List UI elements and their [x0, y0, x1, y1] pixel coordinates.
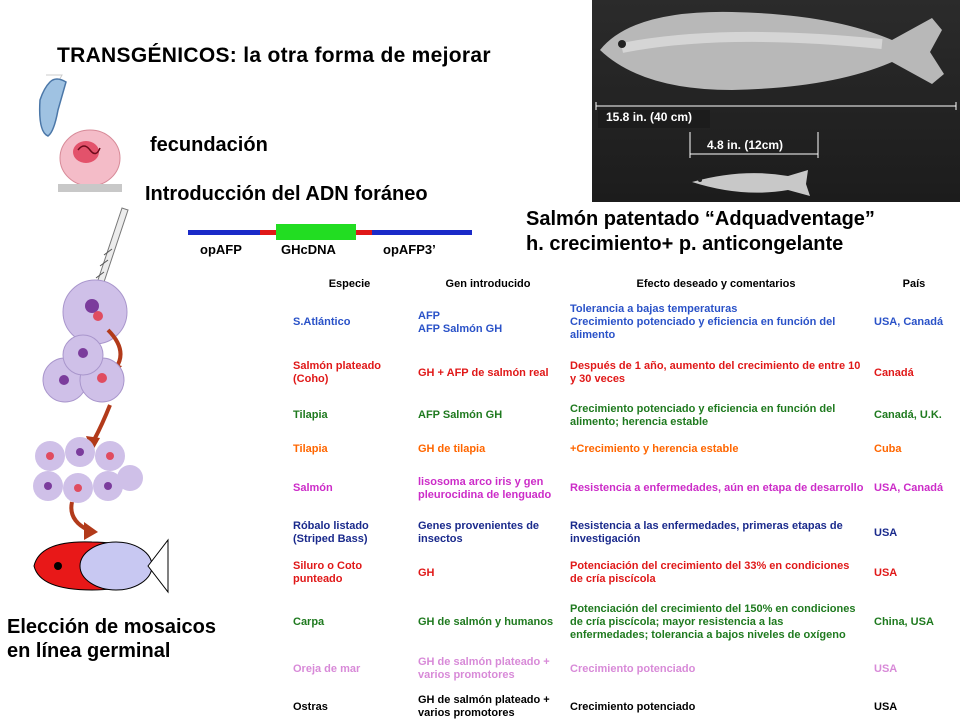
salmon-photo: 15.8 in. (40 cm) 4.8 in. (12cm) — [592, 0, 960, 202]
header-especie: Especie — [328, 278, 371, 290]
cell-gen: Genes provenientes de insectos — [418, 520, 540, 545]
cell-efecto: Después de 1 año, aumento del crecimient… — [570, 360, 861, 385]
table-row: Tilapia AFP Salmón GH Crecimiento potencia… — [287, 396, 960, 435]
cell-pais: USA — [874, 662, 898, 675]
fertilized-egg — [58, 129, 122, 192]
salmon-caption-line2: h. crecimiento+ p. anticongelante — [526, 233, 844, 255]
cell-especie: Salmón — [293, 482, 333, 494]
construct-seg-red-right — [356, 230, 372, 235]
cell-gen: GH de salmón plateado + varios promotore… — [418, 656, 550, 681]
cell-gen: GH — [418, 566, 435, 579]
mosaic-fish — [33, 538, 169, 594]
cell-efecto: Crecimiento potenciado — [570, 700, 696, 713]
cell-gen: GH de salmón plateado + varios promotore… — [418, 694, 550, 719]
cell-pais: USA — [874, 566, 898, 579]
cell-efecto: Crecimiento potenciado — [570, 662, 696, 675]
transgenic-table: Especie Gen introducido Efecto deseado y… — [287, 274, 960, 726]
dna-construct — [188, 224, 478, 240]
large-salmon — [600, 11, 944, 90]
cell-efecto: Potenciación del crecimiento del 150% en… — [570, 602, 856, 641]
cell-pais: Canadá — [874, 366, 914, 379]
table-header-row: Especie Gen introducido Efecto deseado y… — [287, 274, 960, 295]
label-eleccion-1: Elección de mosaicos — [7, 616, 216, 638]
cell-especie: Tilapia — [293, 409, 328, 421]
cell-efecto: Resistencia a enfermedades, aún en etapa… — [570, 482, 864, 494]
cell-pais: USA — [874, 526, 898, 539]
table-row: Ostras GH de salmón plateado + varios pro… — [287, 688, 960, 726]
cell-efecto: Crecimiento potenciado y eficiencia en f… — [570, 402, 836, 428]
cell-efecto: Potenciación del crecimiento del 33% en … — [570, 560, 850, 585]
cleavage-cells — [42, 334, 125, 403]
table-row: Róbalo listado (Striped Bass) Genes prove… — [287, 514, 960, 552]
cell-especie: Róbalo listado (Striped Bass) — [293, 520, 369, 545]
cell-especie: Tilapia — [293, 442, 328, 455]
header-gen: Gen introducido — [445, 278, 531, 290]
cell-especie: Ostras — [293, 700, 328, 713]
cell-efecto: Tolerancia a bajas temperaturas Crecimie… — [570, 303, 836, 341]
sperm-illustration — [38, 74, 67, 137]
table-body: S.Atlántico AFP AFP Salmón GH Tolerancia a… — [287, 295, 960, 726]
cell-especie: S.Atlántico — [293, 316, 351, 328]
cell-pais: USA, Canadá — [874, 316, 944, 328]
cell-gen: GH + AFP de salmón real — [418, 366, 549, 379]
cell-pais: Canadá, U.K. — [874, 409, 942, 421]
salmon-caption-line1: Salmón patentado “Adquadventage” — [526, 208, 875, 230]
cell-gen: AFP AFP Salmón GH — [418, 309, 503, 335]
cell-gen: AFP Salmón GH — [418, 409, 503, 421]
construct-seg-blue-left — [188, 230, 260, 235]
cell-pais: China, USA — [874, 615, 934, 628]
header-pais: País — [902, 278, 926, 290]
cell-especie: Carpa — [293, 615, 325, 628]
cell-pais: USA — [874, 700, 898, 713]
label-fecundacion: fecundación — [150, 134, 268, 156]
measure-large-text: 15.8 in. (40 cm) — [606, 110, 693, 124]
small-salmon — [692, 170, 810, 196]
construct-label-ghcdna: GHcDNA — [281, 242, 336, 257]
table-row: Tilapia GH de tilapia +Crecimiento y here… — [287, 435, 960, 463]
table-row: Carpa GH de salmón y humanos Potenciación … — [287, 594, 960, 650]
cell-pais: USA, Canadá — [874, 482, 944, 494]
morula-cells — [33, 437, 143, 503]
construct-label-opafp: opAFP — [200, 242, 242, 257]
cell-efecto: +Crecimiento y herencia estable — [570, 442, 739, 455]
table-row: Salmón plateado (Coho) GH + AFP de salmón… — [287, 350, 960, 396]
label-eleccion-2: en línea germinal — [7, 640, 171, 662]
cell-gen: lisosoma arco iris y gen pleurocidina de… — [418, 475, 552, 501]
construct-label-opafp3: opAFP3’ — [383, 242, 436, 257]
page-title: TRANSGÉNICOS: la otra forma de mejorar — [57, 44, 491, 67]
cell-gen: GH de tilapia — [418, 442, 486, 455]
cell-especie: Oreja de mar — [293, 662, 361, 675]
cell-especie: Salmón plateado (Coho) — [293, 360, 382, 385]
table-row: S.Atlántico AFP AFP Salmón GH Tolerancia a… — [287, 295, 960, 350]
construct-seg-green — [276, 224, 356, 240]
cell-efecto: Resistencia a las enfermedades, primeras… — [570, 520, 843, 545]
transgenesis-diagram — [33, 74, 169, 594]
construct-seg-red-left — [260, 230, 276, 235]
table-row: Oreja de mar GH de salmón plateado + vari… — [287, 650, 960, 688]
cell-pais: Cuba — [874, 442, 902, 455]
table-row: Salmón lisosoma arco iris y gen pleurocid… — [287, 463, 960, 514]
label-introduccion: Introducción del ADN foráneo — [145, 183, 428, 205]
header-efecto: Efecto deseado y comentarios — [636, 278, 796, 290]
injected-egg — [62, 279, 128, 345]
construct-seg-blue-right — [372, 230, 472, 235]
measure-small-text: 4.8 in. (12cm) — [707, 138, 784, 152]
cell-especie: Siluro o Coto punteado — [293, 560, 363, 585]
cell-gen: GH de salmón y humanos — [418, 615, 554, 628]
table-row: Siluro o Coto punteado GH Potenciación del… — [287, 552, 960, 594]
